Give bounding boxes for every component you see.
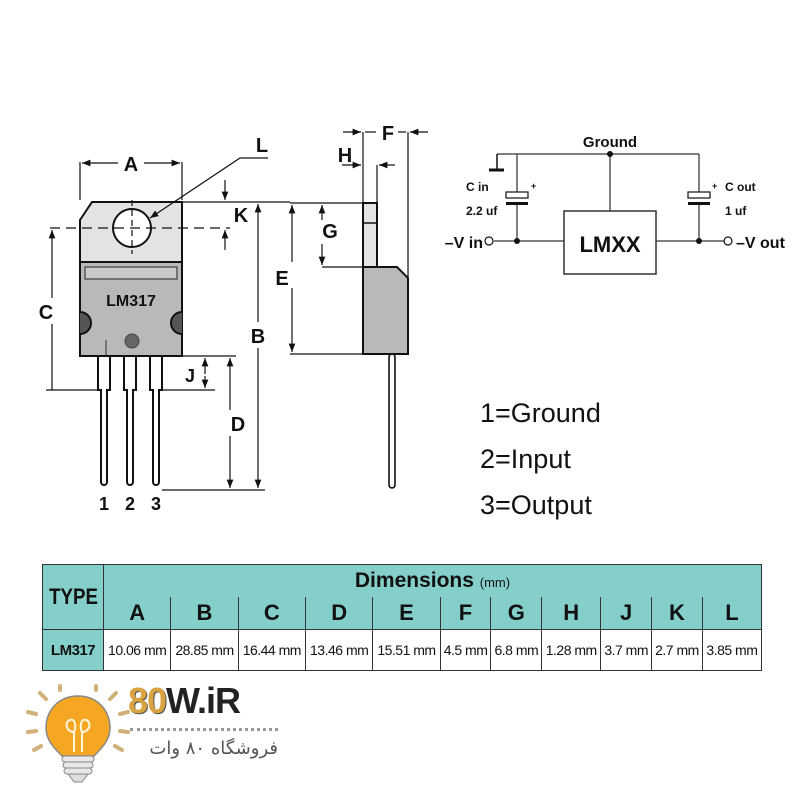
dim-label-g: G: [322, 221, 338, 243]
regulator-label: LMXX: [579, 232, 640, 257]
col-header-b: B: [170, 597, 239, 630]
value-cell-j: 3.7 mm: [600, 629, 653, 671]
value-cell-d: 13.46 mm: [304, 629, 374, 671]
bulb-logo-icon: [26, 684, 130, 783]
regulator-block: [563, 210, 657, 275]
dim-label-d: D: [231, 414, 245, 436]
col-header-c: C: [237, 597, 306, 630]
regulator-circuit: LMXX Ground C in 2.2 uf + C out 1 uf + –…: [445, 134, 786, 275]
cout-label: C out: [725, 180, 756, 194]
brand-logo: 80W.iR: [128, 680, 241, 722]
vin-label: –V in: [445, 235, 483, 252]
dim-label-j: J: [185, 366, 195, 386]
value-cell-g: 6.8 mm: [490, 629, 543, 671]
col-header-a: A: [102, 597, 172, 630]
dim-label-f: F: [382, 123, 394, 145]
pin-number-2: 2: [125, 494, 135, 514]
table-row: LM317 10.06 mm 28.85 mm 16.44 mm 13.46 m…: [42, 629, 763, 671]
value-cell-e: 15.51 mm: [372, 629, 441, 671]
pin-legend-item: 2=Input: [480, 444, 571, 474]
col-header-g: G: [490, 597, 543, 630]
front-view: LM317 1 2 3: [39, 135, 290, 514]
brand-number: 80: [128, 680, 167, 721]
dim-label-b: B: [251, 326, 265, 348]
pin-number-3: 3: [151, 494, 161, 514]
value-cell-a: 10.06 mm: [102, 629, 172, 671]
cout-value: 1 uf: [725, 204, 747, 218]
dimensions-table: TYPE Dimensions (mm) A B C D E F G H J K…: [42, 564, 763, 671]
value-cell-c: 16.44 mm: [237, 629, 306, 671]
type-cell: LM317: [42, 629, 104, 671]
col-header-e: E: [372, 597, 441, 630]
value-cell-h: 1.28 mm: [541, 629, 602, 671]
dim-label-k: K: [234, 205, 249, 227]
value-cell-l: 3.85 mm: [701, 629, 763, 671]
dimensions-title: Dimensions (mm): [103, 564, 762, 597]
dimensions-title-text: Dimensions: [354, 569, 474, 592]
side-view: E F G H: [275, 123, 428, 489]
logo-divider: [130, 728, 278, 731]
value-cell-f: 4.5 mm: [439, 629, 492, 671]
dim-label-e: E: [275, 268, 288, 290]
brand-domain: W.iR: [166, 680, 241, 721]
pin-legend-item: 1=Ground: [480, 398, 601, 428]
value-cell-k: 2.7 mm: [651, 629, 703, 671]
column-header-row: A B C D E F G H J K L: [42, 597, 763, 630]
cout-plus: +: [712, 181, 717, 191]
cin-value: 2.2 uf: [466, 204, 498, 218]
col-header-f: F: [439, 597, 492, 630]
col-header-l: L: [701, 597, 763, 630]
part-label: LM317: [106, 293, 156, 310]
dim-label-a: A: [124, 154, 138, 176]
col-header-h: H: [541, 597, 602, 630]
cin-plus: +: [531, 181, 536, 191]
pin-number-1: 1: [99, 494, 109, 514]
pin-legend: 1=Ground 2=Input 3=Output: [480, 390, 601, 528]
ground-label: Ground: [583, 134, 637, 151]
value-cell-b: 28.85 mm: [170, 629, 239, 671]
vout-label: –V out: [736, 235, 786, 252]
lead-pins: [97, 355, 163, 486]
pin-legend-item: 3=Output: [480, 490, 592, 520]
brand-tagline: فروشگاه ۸۰ وات: [149, 738, 278, 759]
col-header-k: K: [651, 597, 703, 630]
col-header-d: D: [304, 597, 374, 630]
dimensions-unit: (mm): [479, 575, 511, 590]
dim-label-l: L: [256, 135, 268, 157]
cin-label: C in: [466, 180, 489, 194]
dim-label-h: H: [338, 145, 352, 167]
dim-label-c: C: [39, 302, 53, 324]
type-header: TYPE: [46, 564, 100, 630]
col-header-j: J: [600, 597, 653, 630]
